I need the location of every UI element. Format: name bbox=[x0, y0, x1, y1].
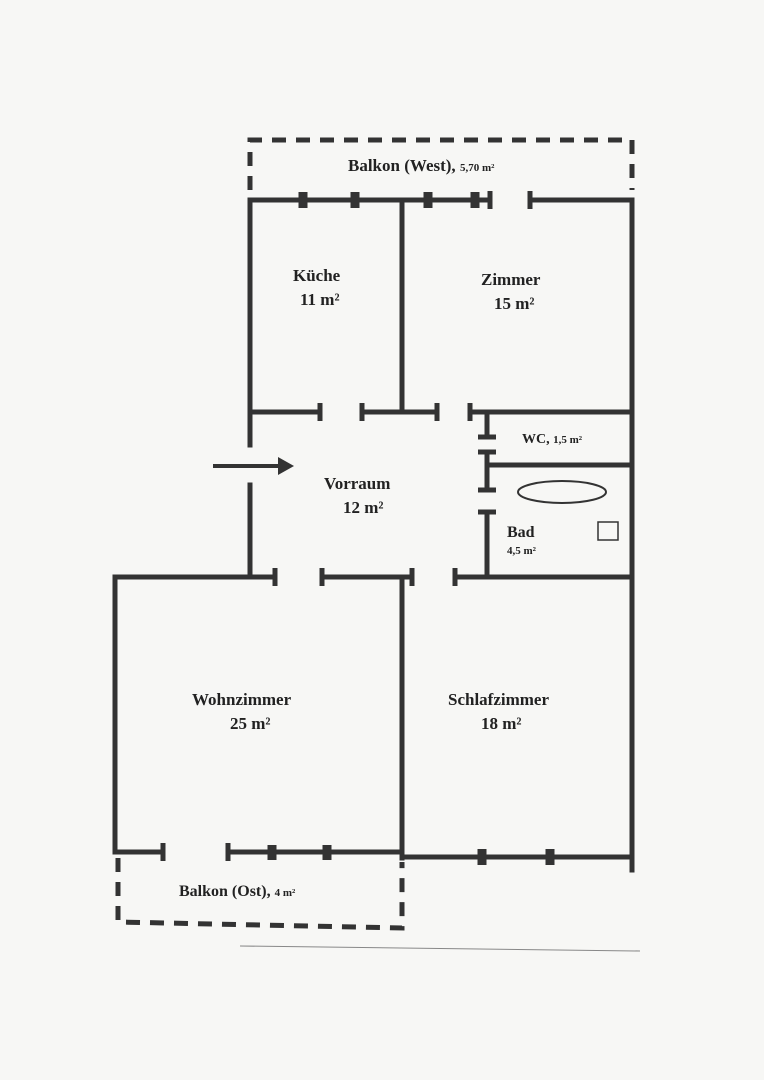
room-wohnzimmer: Wohnzimmer 25 m² bbox=[192, 690, 292, 733]
room-name: Vorraum bbox=[324, 474, 390, 493]
room-area: 5,70 m² bbox=[460, 162, 495, 174]
walls bbox=[112, 197, 635, 873]
room-area: 15 m² bbox=[494, 294, 535, 313]
room-name: Zimmer bbox=[481, 270, 541, 289]
room-name: Bad bbox=[507, 524, 535, 541]
room-area: 1,5 m² bbox=[553, 434, 583, 446]
room-name: Schlafzimmer bbox=[448, 690, 549, 709]
room-area: 11 m² bbox=[300, 290, 340, 309]
room-area: 25 m² bbox=[230, 714, 271, 733]
svg-text:WC, 1,5 m²: WC, 1,5 m² bbox=[522, 432, 583, 447]
room-area: 18 m² bbox=[481, 714, 522, 733]
room-name: Wohnzimmer bbox=[192, 690, 292, 709]
room-name: WC, bbox=[522, 432, 550, 447]
window-marks bbox=[267, 192, 555, 865]
room-name: Balkon (Ost), bbox=[179, 883, 271, 900]
room-zimmer: Zimmer 15 m² bbox=[481, 270, 541, 313]
room-area: 12 m² bbox=[343, 498, 384, 517]
room-wc: WC, 1,5 m² bbox=[522, 432, 583, 447]
room-name: Balkon (West), bbox=[348, 156, 456, 175]
balkon-west-outline bbox=[247, 137, 635, 190]
room-balkon-west: Balkon (West), 5,70 m² bbox=[348, 156, 495, 175]
room-schlafzimmer: Schlafzimmer 18 m² bbox=[448, 690, 549, 733]
room-vorraum: Vorraum 12 m² bbox=[324, 474, 390, 517]
room-area: 4 m² bbox=[275, 887, 296, 899]
door-jambs bbox=[160, 191, 533, 861]
room-name: Küche bbox=[293, 266, 341, 285]
balkon-ost-outline bbox=[115, 858, 405, 931]
room-balkon-ost: Balkon (Ost), 4 m² bbox=[179, 883, 296, 900]
room-kueche: Küche 11 m² bbox=[293, 266, 341, 309]
bathtub-icon bbox=[517, 480, 607, 504]
shower-tray-icon bbox=[597, 521, 619, 541]
room-area: 4,5 m² bbox=[507, 545, 537, 557]
svg-text:Balkon (Ost), 4 m²: Balkon (Ost), 4 m² bbox=[179, 883, 296, 900]
svg-text:Balkon (West), 5,70 m²: Balkon (West), 5,70 m² bbox=[348, 156, 495, 175]
room-bad: Bad 4,5 m² bbox=[507, 524, 537, 557]
scan-line bbox=[239, 945, 641, 952]
entrance-arrow-icon bbox=[213, 457, 294, 475]
